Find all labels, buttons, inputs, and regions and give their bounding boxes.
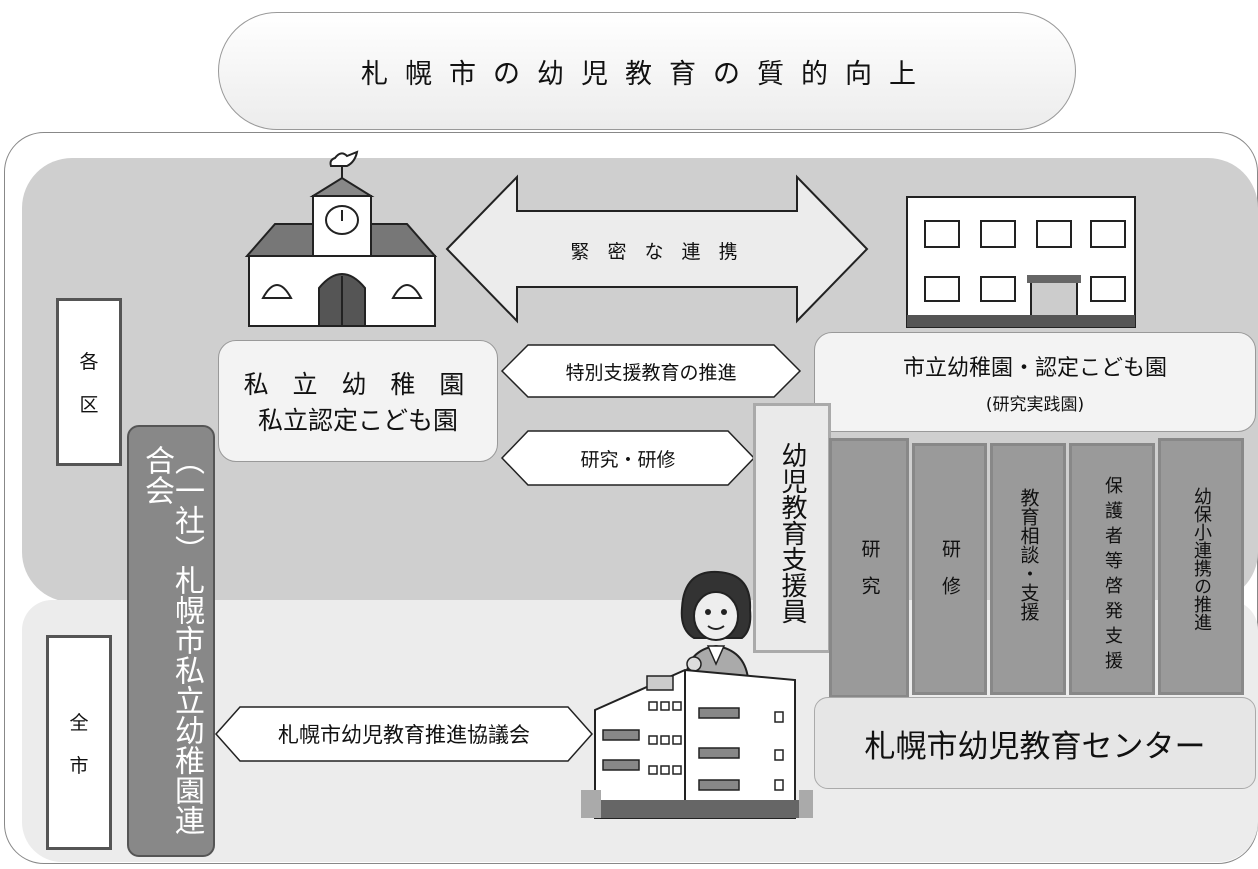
center-function-label: 教育相談・支援 [1017, 488, 1040, 621]
center-function-label: 研修 [939, 539, 961, 613]
private-kindergarten-building-icon [244, 150, 438, 327]
municipal-kindergarten-building-icon [906, 196, 1136, 328]
close-cooperation-arrow [445, 174, 869, 324]
municipal-kindergarten-box: 市立幼稚園・認定こども園 (研究実践園) [814, 332, 1256, 432]
association-bar: （一社）札幌市私立幼稚園連合会 [127, 425, 215, 857]
education-center-box: 札幌市幼児教育センター [814, 697, 1256, 789]
center-function-label: 保護者等啓発支援 [1102, 476, 1123, 676]
ward-label-char-1: 各 [79, 351, 99, 373]
ward-label: 各 区 [56, 298, 122, 466]
ward-label-char-2: 区 [79, 394, 99, 416]
bird-icon [329, 150, 359, 178]
title-banner: 札幌市の幼児教育の質的向上 [218, 12, 1076, 130]
private-kindergarten-label: 私 立 幼 稚 園 [243, 370, 473, 399]
page-title: 札幌市の幼児教育の質的向上 [361, 58, 933, 90]
education-center-label: 札幌市幼児教育センター [864, 728, 1206, 765]
private-childcare-label: 私立認定こども園 [257, 406, 458, 435]
center-function-research: 研究 [829, 438, 909, 698]
education-center-building-icon [581, 668, 813, 819]
association-label: （一社）札幌市私立幼稚園連合会 [139, 445, 204, 835]
private-kindergarten-box: 私 立 幼 稚 園 私立認定こども園 [218, 340, 498, 462]
center-function-label: 幼保小連携の推進 [1191, 487, 1212, 631]
center-function-label: 研究 [858, 539, 881, 613]
council-label: 札幌市幼児教育推進協議会 [278, 723, 530, 747]
research-training-label: 研究・研修 [580, 448, 676, 471]
city-label-char-2: 市 [69, 754, 89, 777]
support-staff-box: 幼児教育支援員 [753, 403, 831, 653]
center-function-consultation: 教育相談・支援 [990, 443, 1066, 695]
special-support-label: 特別支援教育の推進 [565, 361, 737, 384]
center-function-parent-support: 保護者等啓発支援 [1069, 443, 1155, 695]
support-staff-label: 幼児教育支援員 [777, 442, 807, 624]
municipal-kindergarten-label: 市立幼稚園・認定こども園 [902, 355, 1167, 381]
special-support-arrow [500, 344, 802, 398]
center-function-training: 研修 [912, 443, 987, 695]
research-practice-label: (研究実践園) [985, 394, 1085, 415]
teacher-person-icon [680, 570, 752, 679]
center-function-transition: 幼保小連携の推進 [1158, 438, 1244, 695]
city-label: 全 市 [46, 635, 112, 850]
clock-icon [325, 205, 359, 235]
close-cooperation-label: 緊 密 な 連 携 [570, 240, 744, 263]
city-label-char-1: 全 [69, 711, 89, 734]
council-arrow [214, 706, 594, 762]
